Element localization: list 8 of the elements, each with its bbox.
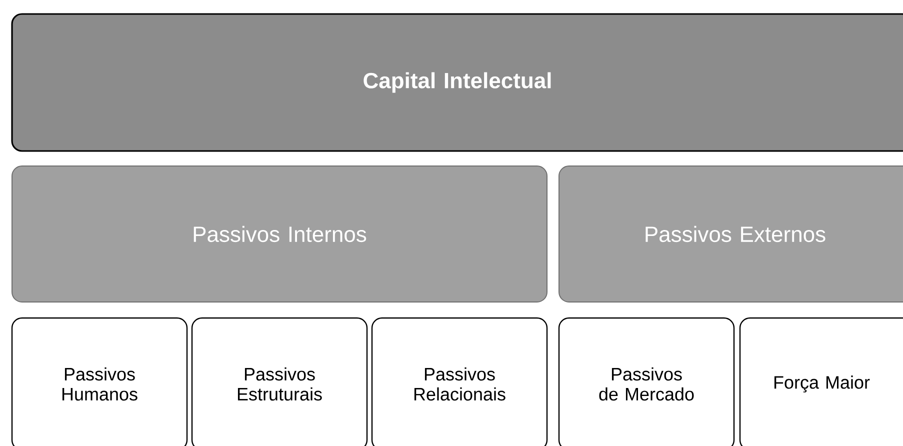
item-box: Passivos Relacionais [371,317,548,446]
category-box: Passivos Externos [558,166,903,302]
item-box: Força Maior [739,317,903,446]
category-box: Passivos Internos [12,166,548,302]
item-box: Passivos de Mercado [558,317,735,446]
item-box: Passivos Humanos [11,317,188,446]
heading-box: Capital Intelectual [11,13,903,152]
item-box: Passivos Estruturais [191,317,368,446]
